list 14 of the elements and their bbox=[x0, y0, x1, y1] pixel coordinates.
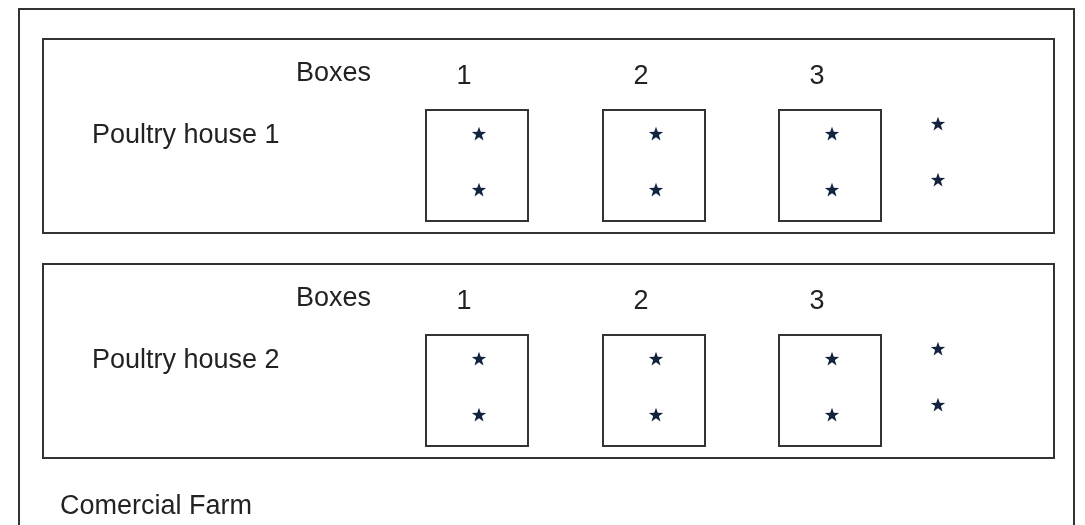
farm-outline bbox=[18, 8, 1075, 525]
box-number: 1 bbox=[455, 284, 473, 316]
box-number: 1 bbox=[455, 59, 473, 91]
house-panel bbox=[42, 263, 1055, 459]
house-panel bbox=[42, 38, 1055, 234]
house-title: Poultry house 2 bbox=[92, 343, 280, 375]
box-number: 3 bbox=[808, 59, 826, 91]
column-heading: Boxes bbox=[296, 281, 372, 313]
box-number: 2 bbox=[632, 59, 650, 91]
box-number: 2 bbox=[632, 284, 650, 316]
column-heading: Boxes bbox=[296, 56, 372, 88]
farm-title: Comercial Farm bbox=[60, 489, 253, 521]
house-title: Poultry house 1 bbox=[92, 118, 280, 150]
box-number: 3 bbox=[808, 284, 826, 316]
